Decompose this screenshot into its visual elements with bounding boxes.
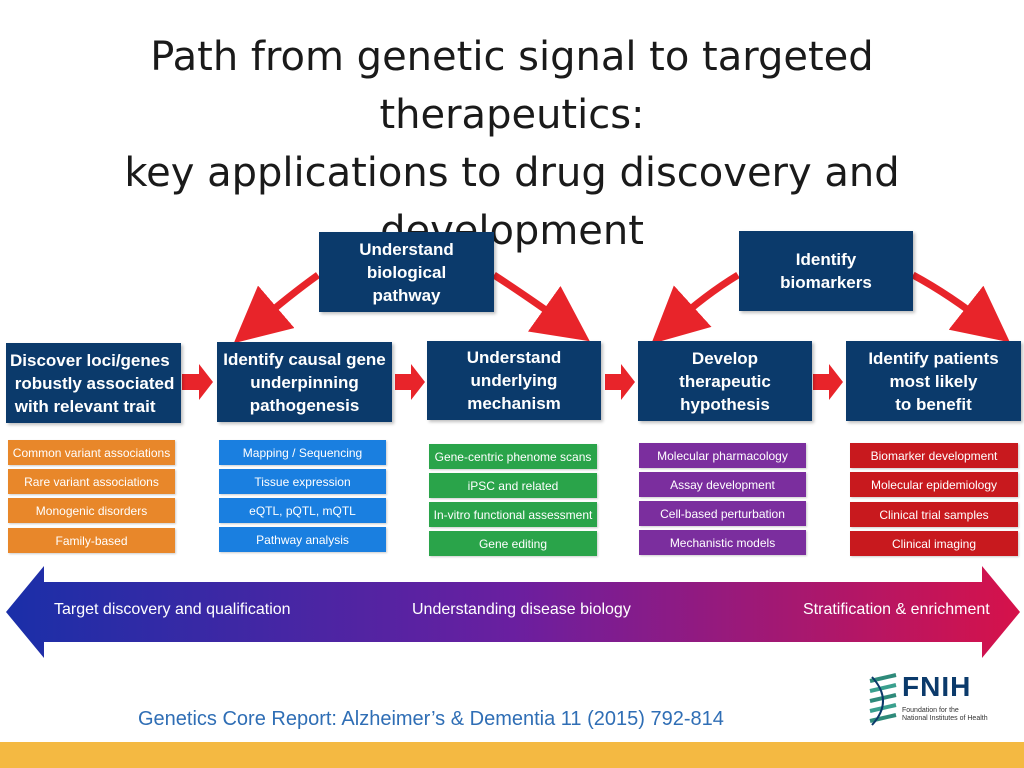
- item-gene-centric-phenome-scans: Gene-centric phenome scans: [429, 444, 597, 469]
- step1-line-3: with relevant trait: [10, 396, 156, 416]
- curved-arrow-pathway-right: [492, 272, 590, 342]
- item-gene-editing: Gene editing: [429, 531, 597, 556]
- step1-line-1: Discover loci/genes: [10, 350, 170, 370]
- step-box-mechanism: Understand underlying mechanism: [427, 341, 601, 420]
- band-label-center: Understanding disease biology: [412, 601, 631, 618]
- slide-title: Path from genetic signal to targeted the…: [20, 28, 1004, 260]
- step5-line-2: most likely: [889, 371, 978, 391]
- fnih-logo-word: FNIH: [902, 671, 972, 702]
- fnih-logo: FNIH Foundation for the National Institu…: [866, 671, 1016, 733]
- step3-line-2: underlying: [470, 371, 558, 390]
- fnih-sub-line-2: National Institutes of Health: [902, 715, 988, 722]
- item-rare-variant-associations: Rare variant associations: [8, 469, 175, 494]
- biomarkers-line-2: biomarkers: [780, 273, 872, 292]
- pathway-line-3: pathway: [372, 285, 441, 305]
- step4-line-3: hypothesis: [680, 394, 770, 414]
- item-molecular-epidemiology: Molecular epidemiology: [850, 472, 1018, 497]
- step-arrow-4: [813, 364, 843, 400]
- understand-pathway-box: Understand biological pathway: [319, 232, 494, 312]
- curved-arrow-biomarkers-right: [911, 271, 1010, 343]
- biomarkers-line-1: Identify: [795, 250, 857, 269]
- step-arrow-3: [605, 364, 635, 400]
- step4-line-2: therapeutic: [679, 371, 771, 391]
- step-box-patients: Identify patients most likely to benefit: [846, 341, 1021, 421]
- footer-bar: [0, 742, 1024, 768]
- step-box-discover: Discover loci/genes robustly associated …: [6, 343, 181, 423]
- item-common-variant-associations: Common variant associations: [8, 440, 175, 465]
- step5-line-1: Identify patients: [868, 348, 999, 368]
- pathway-line-2: biological: [366, 262, 447, 282]
- spectrum-double-arrow: [6, 566, 1020, 658]
- step1-line-2: robustly associated: [10, 373, 175, 393]
- item-ipsc-and-related: iPSC and related: [429, 473, 597, 498]
- step-box-hypothesis: Develop therapeutic hypothesis: [638, 341, 812, 421]
- item-eqtl-pqtl-mqtl: eQTL, pQTL, mQTL: [219, 498, 386, 523]
- title-line-2: key applications to drug discovery and: [124, 150, 900, 196]
- item-monogenic-disorders: Monogenic disorders: [8, 498, 175, 523]
- item-mapping-sequencing: Mapping / Sequencing: [219, 440, 386, 465]
- band-label-right: Stratification & enrichment: [803, 601, 990, 618]
- item-mechanistic-models: Mechanistic models: [639, 530, 806, 555]
- item-cell-based-perturbation: Cell-based perturbation: [639, 501, 806, 526]
- step3-line-3: mechanism: [467, 394, 561, 413]
- band-label-left: Target discovery and qualification: [54, 601, 291, 618]
- pathway-line-1: Understand: [359, 239, 454, 259]
- item-clinical-trial-samples: Clinical trial samples: [850, 502, 1018, 527]
- step5-line-3: to benefit: [895, 394, 972, 414]
- step-arrow-2: [395, 364, 425, 400]
- identify-biomarkers-box: Identify biomarkers: [739, 231, 913, 311]
- fnih-sub-line-1: Foundation for the: [902, 707, 959, 714]
- item-molecular-pharmacology: Molecular pharmacology: [639, 443, 806, 468]
- item-biomarker-development: Biomarker development: [850, 443, 1018, 468]
- item-tissue-expression: Tissue expression: [219, 469, 386, 494]
- citation: Genetics Core Report: Alzheimer’s & Deme…: [138, 708, 724, 730]
- step-arrow-1: [182, 364, 213, 400]
- curved-arrow-biomarkers-left: [651, 272, 740, 344]
- item-pathway-analysis: Pathway analysis: [219, 527, 386, 552]
- step2-line-1: Identify causal gene: [223, 349, 386, 369]
- item-assay-development: Assay development: [639, 472, 806, 497]
- item-in-vitro-functional-assessment: In-vitro functional assessment: [429, 502, 597, 527]
- fnih-logo-subtitle: Foundation for the National Institutes o…: [902, 707, 988, 723]
- step2-line-2: underpinning: [250, 372, 359, 392]
- step4-line-1: Develop: [691, 348, 759, 368]
- fnih-helix-icon: [869, 673, 897, 726]
- step3-line-1: Understand: [466, 348, 562, 367]
- step2-line-3: pathogenesis: [249, 395, 360, 415]
- title-line-1: Path from genetic signal to targeted the…: [150, 34, 874, 138]
- item-clinical-imaging: Clinical imaging: [850, 531, 1018, 556]
- step-box-causal-gene: Identify causal gene underpinning pathog…: [217, 342, 392, 422]
- curved-arrow-pathway-left: [233, 272, 321, 344]
- item-family-based: Family-based: [8, 528, 175, 553]
